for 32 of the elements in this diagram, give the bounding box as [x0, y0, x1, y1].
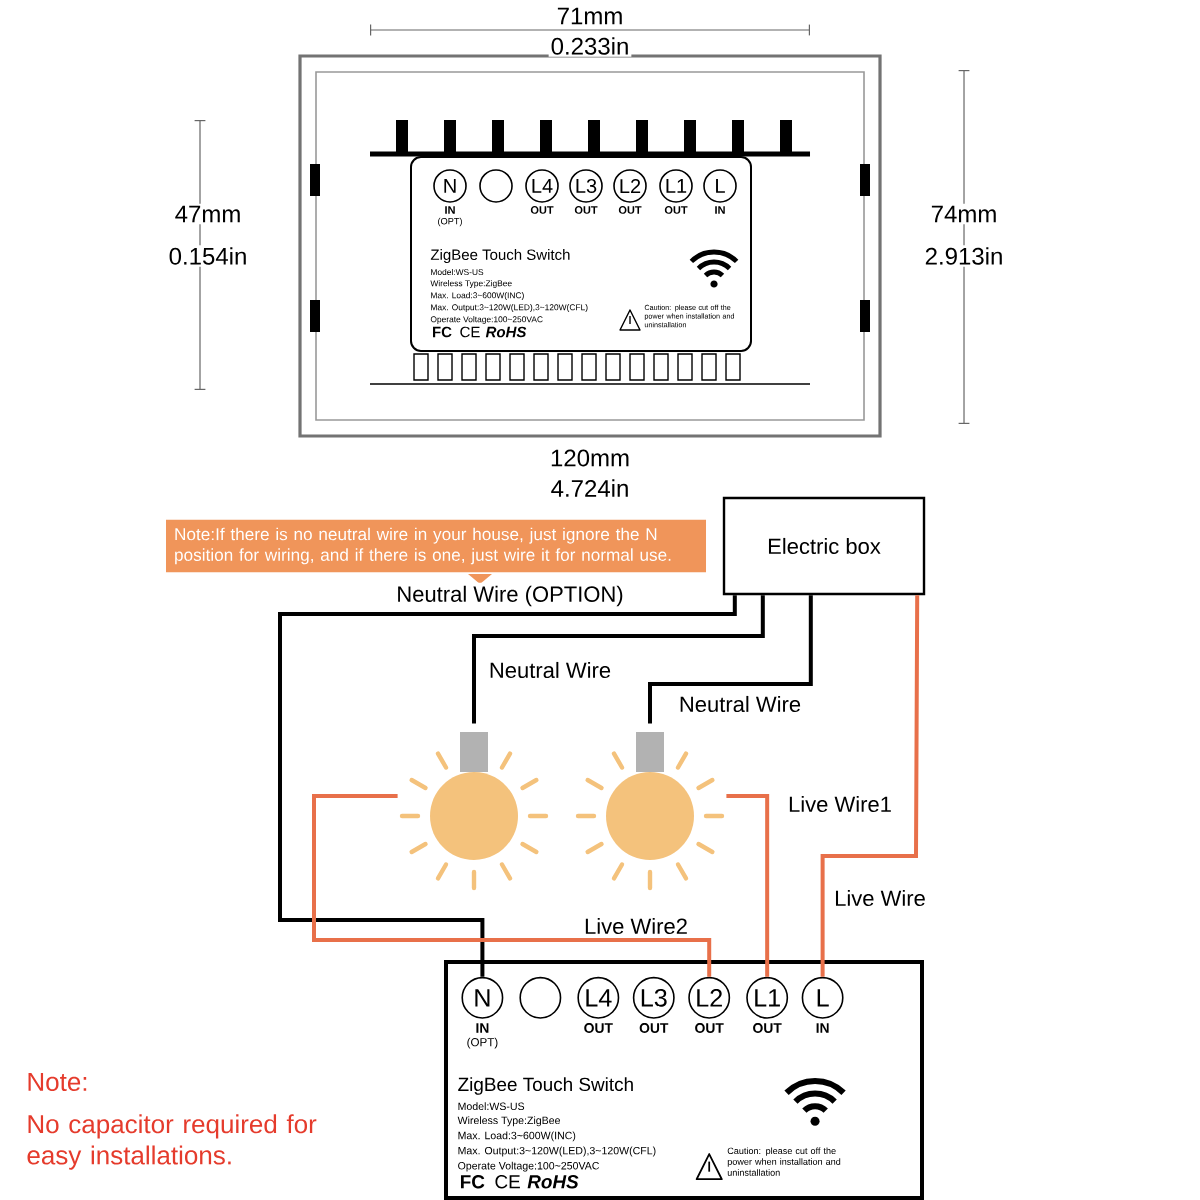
wire — [648, 595, 813, 724]
product-title: ZigBee Touch Switch — [458, 1077, 633, 1095]
dimension-label: 0.154in — [166, 245, 250, 267]
wire — [820, 595, 920, 977]
wire-label: Neutral Wire (OPTION) — [393, 582, 627, 610]
terminal-circle — [519, 976, 562, 1019]
note-text: No capacitor required for easy installations. — [27, 1114, 317, 1170]
wire-label: Live Wire — [831, 886, 929, 910]
wire — [472, 595, 765, 724]
certification-mark: CE — [495, 1175, 520, 1189]
wire-label: Live Wire2 — [581, 914, 691, 938]
dimension-label: 2.913in — [922, 245, 1006, 267]
wire — [312, 794, 712, 977]
wire-label: Live Wire1 — [785, 792, 895, 816]
dimension-label: 74mm — [928, 203, 1000, 225]
dimension-label: 0.233in — [548, 35, 632, 57]
certification-mark: FC — [461, 1175, 485, 1189]
terminal-circle — [479, 169, 513, 203]
note-text: Note: — [28, 1072, 87, 1092]
bulb-drawing — [575, 732, 725, 891]
dimension-label: 120mm — [548, 447, 632, 469]
dimension-label: 47mm — [172, 203, 244, 225]
certification-mark: RoHS — [527, 1175, 579, 1189]
junction-box: Electric box — [722, 496, 926, 596]
wire — [726, 794, 770, 977]
note-callout: Note:If there is no neutral wire in your house, just ignore the N position for wiring, and if there is one, just wire it for normal use. — [166, 519, 706, 584]
wire — [278, 595, 737, 977]
wire-label: Neutral Wire — [485, 658, 615, 682]
bulb-drawing — [399, 732, 549, 891]
wire-label: Neutral Wire — [675, 692, 805, 716]
dimension-label: 71mm — [554, 5, 626, 27]
dimension-label: 4.724in — [548, 477, 632, 499]
